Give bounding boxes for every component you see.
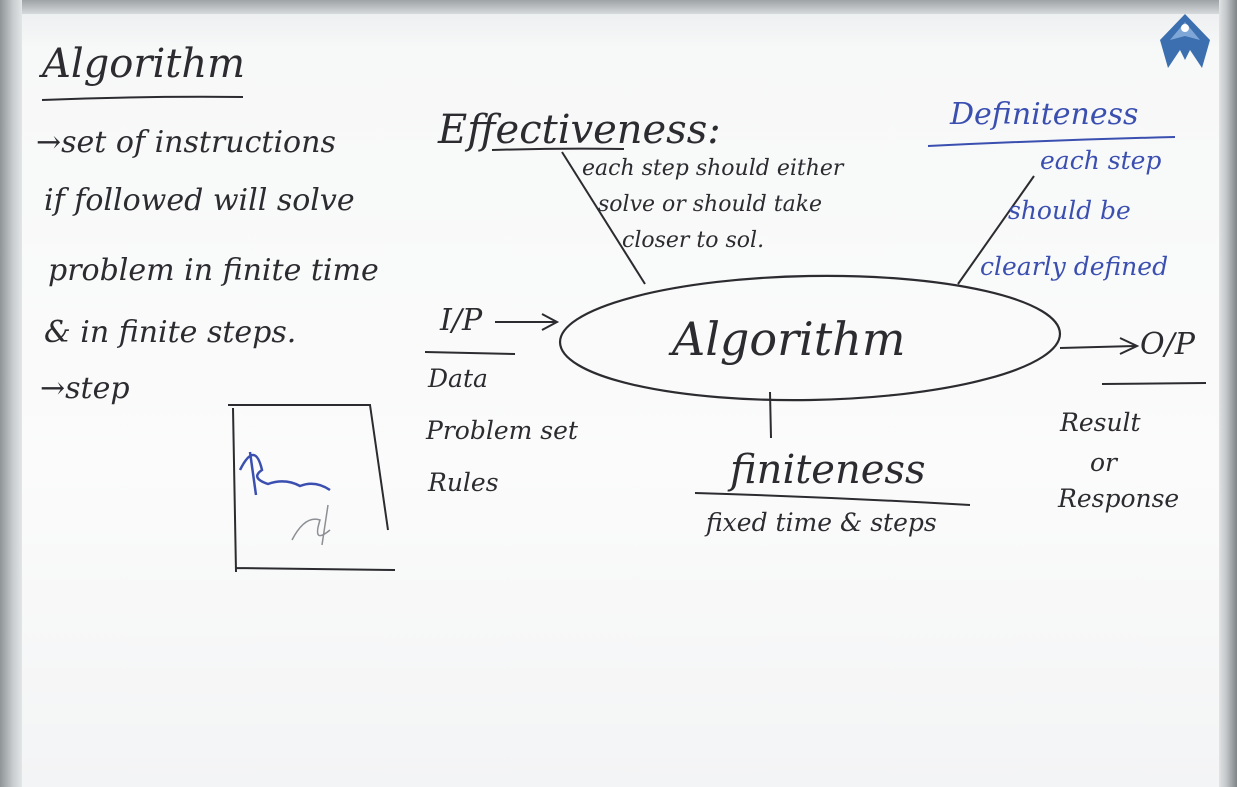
definiteness-line-2: should be <box>1008 196 1131 225</box>
page-title: Algorithm <box>42 41 246 87</box>
definition-line-1: →set of instructions <box>36 125 336 160</box>
finiteness-connector <box>769 391 772 439</box>
output-arrowhead <box>1119 337 1140 355</box>
title-underline <box>41 95 244 101</box>
definiteness-connector <box>957 175 1035 285</box>
sketch-box <box>228 404 396 573</box>
definiteness-line-3: clearly defined <box>980 252 1169 281</box>
effectiveness-heading: Effectiveness: <box>438 107 721 153</box>
center-algorithm-label: Algorithm <box>672 312 906 366</box>
board-frame-right <box>1219 0 1237 787</box>
board-frame-left <box>0 0 22 787</box>
definiteness-underline <box>927 136 1176 147</box>
input-arrowhead <box>541 313 560 331</box>
algorithm-ellipse <box>558 274 1062 402</box>
output-arrow <box>1059 345 1136 349</box>
effectiveness-line-2: solve or should take <box>598 192 823 217</box>
effectiveness-connector <box>561 151 646 285</box>
finiteness-underline <box>694 492 971 506</box>
output-item-or: or <box>1090 448 1118 477</box>
board-frame-top <box>0 0 1237 14</box>
input-item-rules: Rules <box>428 468 499 497</box>
input-item-data: Data <box>428 364 488 393</box>
faint-mark <box>291 504 331 546</box>
definition-line-2: if followed will solve <box>44 183 355 218</box>
definiteness-line-1: each step <box>1040 146 1162 175</box>
logo-icon <box>1160 14 1210 68</box>
definition-line-5: →step <box>40 371 130 406</box>
definition-line-3: problem in finite time <box>48 253 379 288</box>
finiteness-sub: fixed time & steps <box>706 508 937 537</box>
output-item-result: Result <box>1060 408 1141 437</box>
definition-line-4: & in finite steps. <box>44 315 297 350</box>
effectiveness-line-3: closer to sol. <box>622 228 765 253</box>
output-item-response: Response <box>1058 484 1180 513</box>
finiteness-heading: finiteness <box>730 447 926 493</box>
effectiveness-line-1: each step should either <box>582 156 844 181</box>
definiteness-heading: Definiteness <box>950 97 1139 132</box>
input-label: I/P <box>440 303 483 338</box>
output-underline <box>1101 382 1207 385</box>
output-label: O/P <box>1140 327 1195 362</box>
input-item-problem-set: Problem set <box>426 416 578 445</box>
input-underline <box>424 351 516 355</box>
blue-scribble <box>238 451 331 496</box>
effectiveness-underline <box>491 147 625 151</box>
